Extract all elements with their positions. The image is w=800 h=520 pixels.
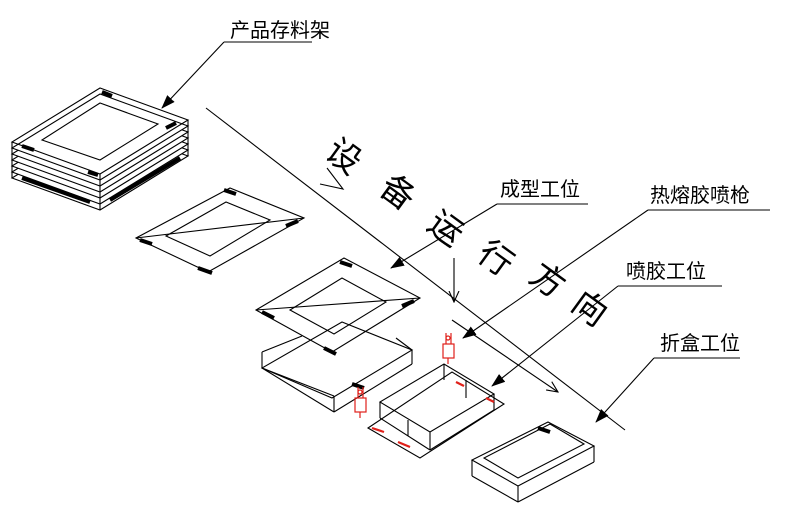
direction-char-2: 备 — [372, 167, 423, 219]
leader-fold — [595, 357, 740, 423]
forming-box — [260, 321, 414, 413]
direction-char-1: 设 — [318, 131, 369, 183]
label-glue-station: 喷胶工位 — [626, 259, 706, 283]
glue-gun-lower — [354, 387, 367, 418]
direction-char-6: 向 — [564, 283, 615, 335]
leader-glue — [491, 285, 722, 387]
blank-stack — [10, 87, 190, 211]
flat-blank-1 — [134, 187, 306, 275]
direction-char-4: 行 — [470, 233, 521, 285]
direction-char-3: 运 — [420, 203, 471, 255]
leader-rack — [161, 41, 312, 109]
label-storage-rack: 产品存料架 — [230, 18, 330, 42]
label-forming-station: 成型工位 — [500, 177, 580, 201]
direction-char-5: 方 — [522, 255, 573, 307]
glue-gun-upper — [442, 333, 455, 364]
label-folding-station: 折盒工位 — [660, 331, 740, 355]
label-hot-melt-gun: 热熔胶喷枪 — [650, 183, 750, 207]
direction-text: 设 备 运 行 方 向 — [318, 131, 615, 335]
folded-box — [470, 421, 596, 503]
leader-gun — [462, 209, 770, 339]
flat-blank-forming — [254, 257, 422, 356]
leader-forming — [390, 203, 588, 269]
glue-station-box — [366, 363, 506, 459]
